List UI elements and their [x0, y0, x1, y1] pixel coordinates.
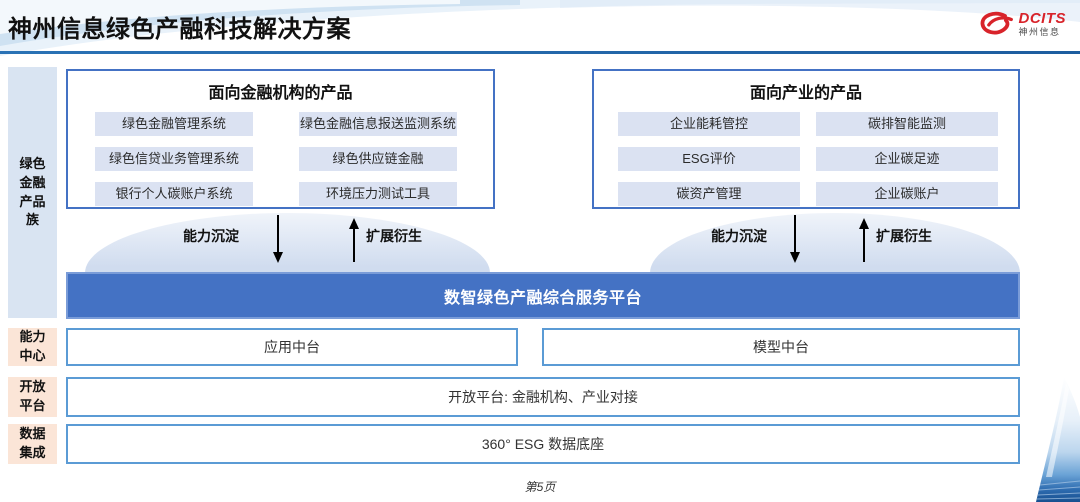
logo-subtitle: 神州信息 [1018, 27, 1061, 37]
sidebar-label-open-platform: 开放 平台 [8, 377, 57, 417]
product-item: 企业碳足迹 [816, 147, 998, 171]
deposit-label-left: 能力沉淀 [183, 228, 239, 244]
industry-products-grid: 企业能耗管控 碳排智能监测 ESG评价 企业碳足迹 碳资产管理 企业碳账户 [594, 112, 1018, 206]
sidebar-label-data-integration: 数据 集成 [8, 424, 57, 464]
product-item: 碳资产管理 [618, 182, 800, 206]
sidebar-label-capability-center: 能力 中心 [8, 328, 57, 366]
finance-products-grid: 绿色金融管理系统 绿色金融信息报送监测系统 绿色信贷业务管理系统 绿色供应链金融… [68, 112, 493, 206]
corner-ribbon-decoration [1036, 377, 1080, 502]
derive-label-left: 扩展衍生 [366, 228, 422, 244]
page-title: 神州信息绿色产融科技解决方案 [8, 16, 351, 43]
page-number: 第5页 [524, 480, 556, 494]
product-item: 碳排智能监测 [816, 112, 998, 136]
product-item: 绿色信贷业务管理系统 [95, 147, 253, 171]
product-item: 银行个人碳账户系统 [95, 182, 253, 206]
finance-products-title: 面向金融机构的产品 [208, 85, 353, 102]
model-middle-platform-box: 模型中台 [542, 328, 1020, 366]
sidebar-label-product-family: 绿色 金融 产品 族 [8, 67, 57, 318]
finance-products-box: 面向金融机构的产品 绿色金融管理系统 绿色金融信息报送监测系统 绿色信贷业务管理… [66, 69, 495, 209]
industry-products-title: 面向产业的产品 [749, 85, 862, 102]
industry-products-box: 面向产业的产品 企业能耗管控 碳排智能监测 ESG评价 企业碳足迹 碳资产管理 … [592, 69, 1020, 209]
up-arrow-icon [859, 218, 869, 262]
dome-decoration-left [85, 213, 490, 273]
logo-text: DCITS 神州信息 [1019, 11, 1067, 37]
platform-bar: 数智绿色产融综合服务平台 [66, 272, 1020, 319]
up-arrow-icon [349, 218, 359, 262]
product-item: ESG评价 [618, 147, 800, 171]
esg-data-base-box: 360° ESG 数据底座 [66, 424, 1020, 464]
open-platform-box: 开放平台: 金融机构、产业对接 [66, 377, 1020, 417]
down-arrow-icon [790, 215, 800, 263]
product-item: 企业能耗管控 [618, 112, 800, 136]
company-logo: DCITS 神州信息 [978, 10, 1067, 38]
product-item: 绿色金融信息报送监测系统 [299, 112, 457, 136]
header-swoosh-decoration [0, 0, 1080, 56]
product-item: 绿色金融管理系统 [95, 112, 253, 136]
header-divider [0, 51, 1080, 54]
app-middle-platform-box: 应用中台 [66, 328, 518, 366]
product-item: 环境压力测试工具 [299, 182, 457, 206]
logo-brand: DCITS [1018, 10, 1066, 27]
dcits-logo-icon [980, 11, 1013, 35]
platform-title: 数智绿色产融综合服务平台 [443, 289, 642, 307]
deposit-label-right: 能力沉淀 [711, 228, 767, 244]
product-item: 绿色供应链金融 [299, 147, 457, 171]
dome-decoration-right [650, 213, 1020, 273]
product-item: 企业碳账户 [816, 182, 998, 206]
derive-label-right: 扩展衍生 [876, 228, 932, 244]
down-arrow-icon [273, 215, 283, 263]
